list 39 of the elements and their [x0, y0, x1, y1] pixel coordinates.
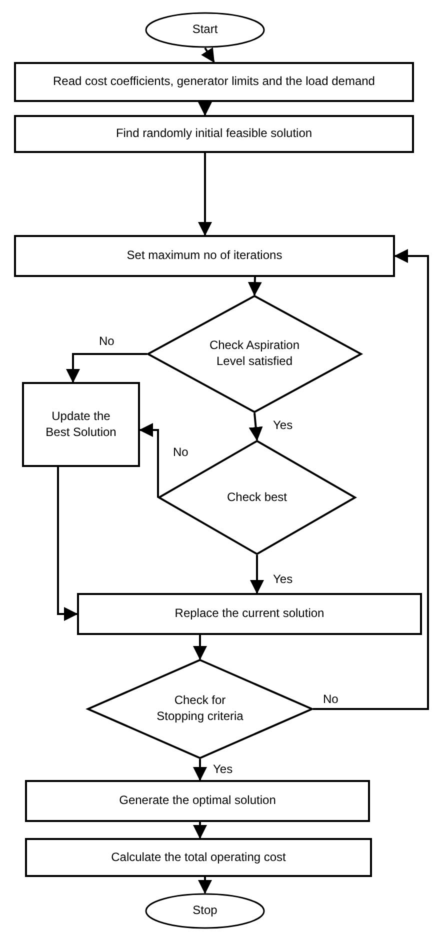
- process-box: [14, 62, 414, 102]
- edge-label: No: [98, 334, 116, 348]
- process-box: [25, 838, 372, 877]
- arrow: [57, 467, 78, 621]
- arrow: [198, 102, 212, 116]
- arrow: [198, 153, 212, 236]
- arrow: [250, 555, 264, 594]
- arrow: [248, 276, 262, 296]
- node-text: Check Aspiration Level satisfied: [208, 338, 301, 370]
- arrow: [248, 412, 263, 441]
- process-box: [14, 235, 395, 277]
- node-text: Check for Stopping criteria: [156, 693, 244, 725]
- arrow: [198, 877, 212, 894]
- node-text: Calculate the total operating cost: [111, 850, 286, 866]
- node-text: Read cost coefficients, generator limits and the load demand: [53, 74, 375, 90]
- arrow: [66, 353, 147, 383]
- arrow: [313, 249, 429, 710]
- process-box: [14, 115, 414, 153]
- node-text: Replace the current solution: [174, 606, 324, 622]
- arrow: [193, 822, 207, 839]
- process-box: [25, 780, 370, 822]
- process-box: [77, 593, 422, 635]
- edge-label: No: [172, 445, 190, 460]
- edge-label: Yes: [212, 762, 234, 776]
- node-text: Generate the optimal solution: [119, 793, 276, 809]
- arrow: [139, 423, 159, 498]
- arrow: [193, 759, 207, 781]
- node-text: Set maximum no of iterations: [126, 248, 282, 264]
- node-text: Check best: [226, 490, 288, 506]
- edge-label: Yes: [272, 572, 294, 586]
- process-box: [22, 382, 140, 467]
- arrow: [201, 47, 215, 63]
- node-text: Stop: [192, 903, 218, 919]
- edge-label: No: [322, 692, 340, 706]
- node-text: Find randomly initial feasible solution: [116, 126, 312, 142]
- node-text: Update the Best Solution: [44, 408, 118, 440]
- edge-label: Yes: [272, 418, 294, 432]
- node-text: Start: [192, 22, 218, 38]
- arrow: [193, 635, 207, 660]
